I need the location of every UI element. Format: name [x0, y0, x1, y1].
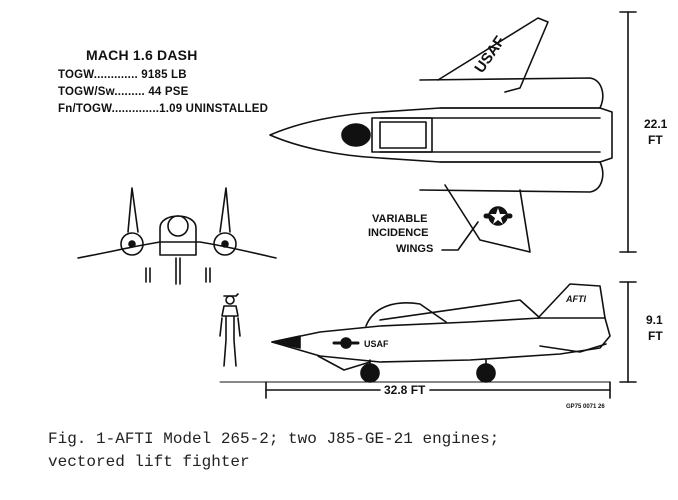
height-unit: FT: [648, 329, 663, 343]
plan-fuselage: [269, 107, 613, 163]
side-wing: [379, 299, 541, 321]
front-gear: [145, 257, 211, 285]
spec-value: 1.09 UNINSTALLED: [159, 103, 269, 115]
caption-line-2: vectored lift fighter: [48, 453, 250, 471]
spec-row-togw-sw: TOGW/Sw......... 44 PSE: [58, 86, 189, 98]
pilot-cap: [223, 293, 239, 297]
front-engine-right: [213, 232, 237, 256]
pilot-figure: [219, 295, 241, 367]
front-engine-left-hub: [128, 240, 136, 248]
tail-afti-marking: AFTI: [565, 294, 586, 304]
engine-pod-lower: [419, 161, 604, 193]
side-tail-fin: [537, 283, 606, 319]
front-canopy: [167, 215, 189, 237]
canopy-detail: [379, 121, 427, 149]
spec-leader: .........: [114, 86, 145, 98]
height-dimension: [619, 281, 637, 383]
spec-label: TOGW: [58, 69, 94, 81]
side-nose-dark: [271, 335, 301, 349]
callout-line-1: VARIABLE: [372, 213, 427, 225]
span-value: 22.1: [644, 117, 668, 131]
spec-label: TOGW/Sw: [58, 86, 115, 98]
spec-leader: ..............: [111, 103, 160, 115]
span-dimension: [619, 11, 637, 253]
lower-wing: [444, 184, 531, 253]
spec-leader: .............: [93, 69, 138, 81]
spec-value: 9185 LB: [141, 69, 187, 81]
spec-row-fn-togw: Fn/TOGW..............1.09 UNINSTALLED: [58, 103, 268, 115]
length-dimension: [265, 381, 611, 399]
front-view: [77, 187, 277, 285]
spec-value: 44 PSE: [148, 86, 189, 98]
callout-line-3: WINGS: [396, 243, 433, 255]
callout-leader: [441, 221, 479, 251]
front-fin-left: [127, 187, 139, 233]
plan-nose-dark: [341, 123, 371, 147]
wing-usaf-marking: USAF: [471, 33, 508, 76]
specs-heading: MACH 1.6 DASH: [86, 47, 198, 63]
side-fuselage: [271, 317, 611, 363]
fuselage-line: [379, 117, 601, 153]
fuselage-usaf-marking: USAF: [364, 339, 389, 349]
side-intake: [317, 355, 371, 371]
side-canopy: [365, 302, 447, 327]
front-engine-right-hub: [221, 240, 229, 248]
length-label: 32.8 FT: [384, 383, 426, 397]
plan-view: [269, 17, 613, 253]
side-stabilator: [539, 343, 607, 353]
side-wheel-front: [360, 363, 380, 383]
caption-line-1: Fig. 1-AFTI Model 265-2; two J85-GE-21 e…: [48, 430, 500, 448]
spec-label: Fn/TOGW: [58, 103, 112, 115]
roundel-star-icon: [483, 206, 513, 226]
upper-wing: [437, 17, 549, 93]
canopy-frame: [371, 117, 433, 153]
front-fin-right: [219, 187, 231, 233]
span-unit: FT: [648, 133, 663, 147]
drawing-code: GP75 0071 26: [566, 404, 605, 410]
spec-row-togw: TOGW............. 9185 LB: [58, 69, 187, 81]
figure-caption: Fig. 1-AFTI Model 265-2; two J85-GE-21 e…: [48, 428, 668, 474]
height-value: 9.1: [646, 313, 663, 327]
side-wheel-rear: [476, 363, 496, 383]
engine-pod-upper: [419, 77, 604, 109]
side-view: [219, 283, 611, 373]
callout-line-2: INCIDENCE: [368, 227, 429, 239]
front-engine-left: [120, 232, 144, 256]
